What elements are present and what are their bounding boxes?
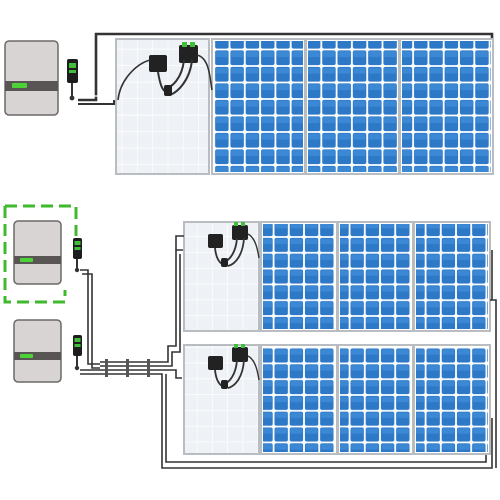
junction-box-icon bbox=[208, 222, 260, 267]
mc4-connector-icon bbox=[221, 380, 228, 389]
inverter-icon bbox=[4, 40, 59, 116]
single-inverter-system bbox=[4, 32, 494, 175]
panel-front bbox=[260, 221, 338, 332]
dual-inverter-system bbox=[3, 204, 497, 469]
dc-switch-icon bbox=[73, 335, 82, 371]
inverter-2 bbox=[13, 220, 62, 285]
highlight-dashed-outline bbox=[3, 204, 78, 304]
inverter-stripe bbox=[14, 256, 61, 264]
junction-box-icon bbox=[117, 42, 213, 101]
panel-front bbox=[413, 221, 491, 332]
inverter-stripe bbox=[14, 352, 61, 360]
junction-box-icon bbox=[208, 344, 260, 389]
dc-cable-return bbox=[78, 100, 115, 105]
mc4-connector-icon bbox=[164, 85, 172, 96]
panel-row-3 bbox=[183, 344, 491, 455]
panel-front bbox=[337, 344, 414, 455]
inverter-icon bbox=[13, 220, 62, 285]
mc4-connector-icon bbox=[221, 258, 228, 267]
panel-front bbox=[211, 38, 306, 175]
cable-bundle-bands bbox=[105, 359, 150, 377]
dc-switch-icon bbox=[67, 59, 78, 101]
dc-cable-loop bbox=[175, 235, 184, 250]
panel-front bbox=[305, 38, 400, 175]
panel-front bbox=[260, 344, 338, 455]
inverter-3 bbox=[13, 319, 62, 383]
panel-front bbox=[337, 221, 414, 332]
dc-switch-icon bbox=[73, 238, 82, 273]
panel-front bbox=[413, 344, 491, 455]
inverter-1 bbox=[4, 40, 59, 116]
inverter-status-led bbox=[20, 354, 33, 358]
dc-cable-loop-right bbox=[490, 299, 497, 468]
inverter-icon bbox=[13, 319, 62, 383]
inverter-status-led bbox=[20, 258, 33, 262]
panel-row-2 bbox=[183, 221, 491, 332]
inverter-stripe bbox=[5, 81, 58, 91]
panel-row-1 bbox=[115, 38, 494, 175]
inverter-status-led bbox=[12, 83, 27, 88]
panel-front bbox=[399, 38, 494, 175]
